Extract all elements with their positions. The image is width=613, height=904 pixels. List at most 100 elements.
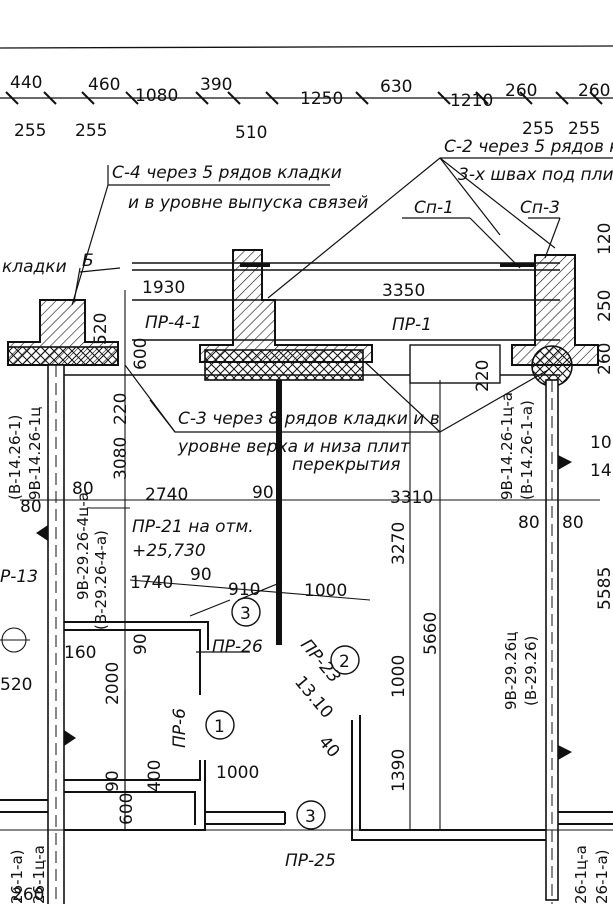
wall-mark-bottom-r2: 26-1-а): [593, 850, 611, 904]
dim-255a: 255: [14, 121, 46, 141]
top-dimension-values: 440 460 1080 390 1250 630 1210 260 260 2…: [10, 73, 610, 143]
tag-pr26: ПР-26: [212, 637, 263, 657]
dim-120: 120: [595, 223, 613, 255]
dim-160: 160: [64, 643, 96, 663]
wall-mark-right1: 9В-14.26-1ц-а: [498, 392, 516, 500]
wall-mark-left1: (В-14.26-1): [6, 415, 24, 500]
dim-1390: 1390: [389, 749, 409, 792]
wall-mark-bottom-l2: 26-1ц-а: [30, 845, 48, 904]
circled-marks: [205, 597, 360, 830]
dim-1000b: 1000: [389, 655, 409, 698]
note-c3-line1: С-3 через 8 рядов кладки и в: [178, 409, 440, 429]
top-dimension-chain: [0, 45, 613, 105]
circled-mark-labels: 3 2 1 3: [214, 604, 350, 827]
middle-wall: [199, 249, 501, 645]
note-pr21-line1: ПР-21 на отм.: [132, 517, 254, 537]
note-c4-line1: С-4 через 5 рядов кладки: [112, 163, 342, 183]
dim-400: 400: [145, 760, 165, 792]
dim-90a: 90: [252, 483, 274, 503]
wall-mark-left3: 9В-29.26-4ц-а: [74, 492, 92, 600]
dim-2000: 2000: [103, 662, 123, 705]
note-pr21-line2: +25,730: [132, 541, 206, 561]
tag-pr41: ПР-4-1: [145, 313, 202, 333]
note-c2-line2: 3-х швах под плит: [458, 165, 613, 185]
wall-mark-right2: (В-14.26-1-а): [518, 400, 536, 500]
tag-pr25: ПР-25: [285, 851, 336, 871]
dim-14: 14: [590, 461, 612, 481]
tag-pr1: ПР-1: [392, 315, 432, 335]
dimension-lines: [0, 290, 613, 831]
dim-600: 600: [131, 338, 151, 370]
dim-600b: 600: [117, 793, 137, 825]
notes: С-4 через 5 рядов кладки и в уровне выпу…: [2, 137, 613, 561]
dim-250: 250: [595, 290, 613, 322]
dim-1740: 1740: [130, 573, 173, 593]
dim-1080: 1080: [135, 86, 178, 106]
dim-1930: 1930: [142, 278, 185, 298]
note-kladki: кладки: [2, 257, 67, 277]
note-c4-line2: и в уровне выпуска связей: [128, 193, 368, 213]
circle-mark-3b: 3: [305, 807, 316, 827]
wall-mark-right4: (В-29.26): [522, 636, 540, 706]
wall-mark-right3: 9В-29.26ц: [502, 632, 520, 710]
dim-3080: 3080: [111, 437, 131, 480]
leader-lines: [71, 157, 613, 653]
dim-1000a: 1000: [304, 581, 347, 601]
dim-1000c: 1000: [216, 763, 259, 783]
dim-90c: 90: [131, 633, 151, 655]
dim-80c: 80: [518, 513, 540, 533]
dim-260b: 260: [578, 81, 610, 101]
dim-520b: 520: [0, 675, 32, 695]
dim-3270: 3270: [389, 522, 409, 565]
circle-mark-3a: 3: [240, 604, 251, 624]
wall-mark-left2: 9В-14.26-1ц: [26, 407, 44, 500]
dim-260b: 260: [12, 885, 44, 904]
dimension-values: 1930 3350 120 520 600 220 220 250 260 30…: [0, 223, 613, 904]
dim-1250: 1250: [300, 89, 343, 109]
dim-2740: 2740: [145, 485, 188, 505]
tag-b: Б: [82, 251, 94, 271]
circle-mark-1: 1: [214, 717, 225, 737]
dim-510: 510: [235, 123, 267, 143]
dim-90b: 90: [190, 565, 212, 585]
dim-40: 40: [314, 732, 343, 761]
wall-mark-bottom-l1: 26-1-а): [8, 850, 26, 904]
dim-80d: 80: [562, 513, 584, 533]
dim-460: 460: [88, 75, 120, 95]
tag-pr13: Р-13: [0, 567, 38, 587]
note-c3-line3: перекрытия: [292, 455, 400, 475]
dim-10: 10: [590, 433, 612, 453]
dim-90d: 90: [103, 770, 123, 792]
dim-260: 260: [595, 343, 613, 375]
dim-260a: 260: [505, 81, 537, 101]
dim-630: 630: [380, 77, 412, 97]
dim-80b: 80: [20, 497, 42, 517]
dim-440: 440: [10, 73, 42, 93]
tag-sp3: Сп-3: [520, 198, 560, 218]
dim-5585: 5585: [595, 567, 613, 610]
left-upper-wall: [7, 299, 119, 904]
dim-3350: 3350: [382, 281, 425, 301]
circle-mark-2: 2: [339, 652, 350, 672]
dim-1210: 1210: [450, 91, 493, 111]
dim-255b: 255: [75, 121, 107, 141]
dim-520a: 520: [91, 313, 111, 345]
dim-390: 390: [200, 75, 232, 95]
dim-255d: 255: [568, 119, 600, 139]
wall-mark-bottom-r1: 26-1ц-а: [572, 845, 590, 904]
tag-pr6: ПР-6: [170, 708, 190, 748]
dim-220b: 220: [473, 360, 493, 392]
tag-sp1: Сп-1: [414, 198, 454, 218]
dim-910: 910: [228, 580, 260, 600]
right-wall: [36, 254, 599, 904]
dim-5660: 5660: [421, 612, 441, 655]
wall-marks: (В-14.26-1) 9В-14.26-1ц 9В-29.26-4ц-а (В…: [6, 392, 611, 904]
dim-255c: 255: [522, 119, 554, 139]
note-c3-line2: уровне верха и низа плит: [177, 437, 411, 457]
dim-80a: 80: [72, 479, 94, 499]
dim-220a: 220: [111, 393, 131, 425]
wall-mark-left4: (В-29.26-4-а): [92, 530, 110, 630]
note-c2-line1: С-2 через 5 рядов кл: [444, 137, 613, 157]
dim-3310: 3310: [390, 488, 433, 508]
